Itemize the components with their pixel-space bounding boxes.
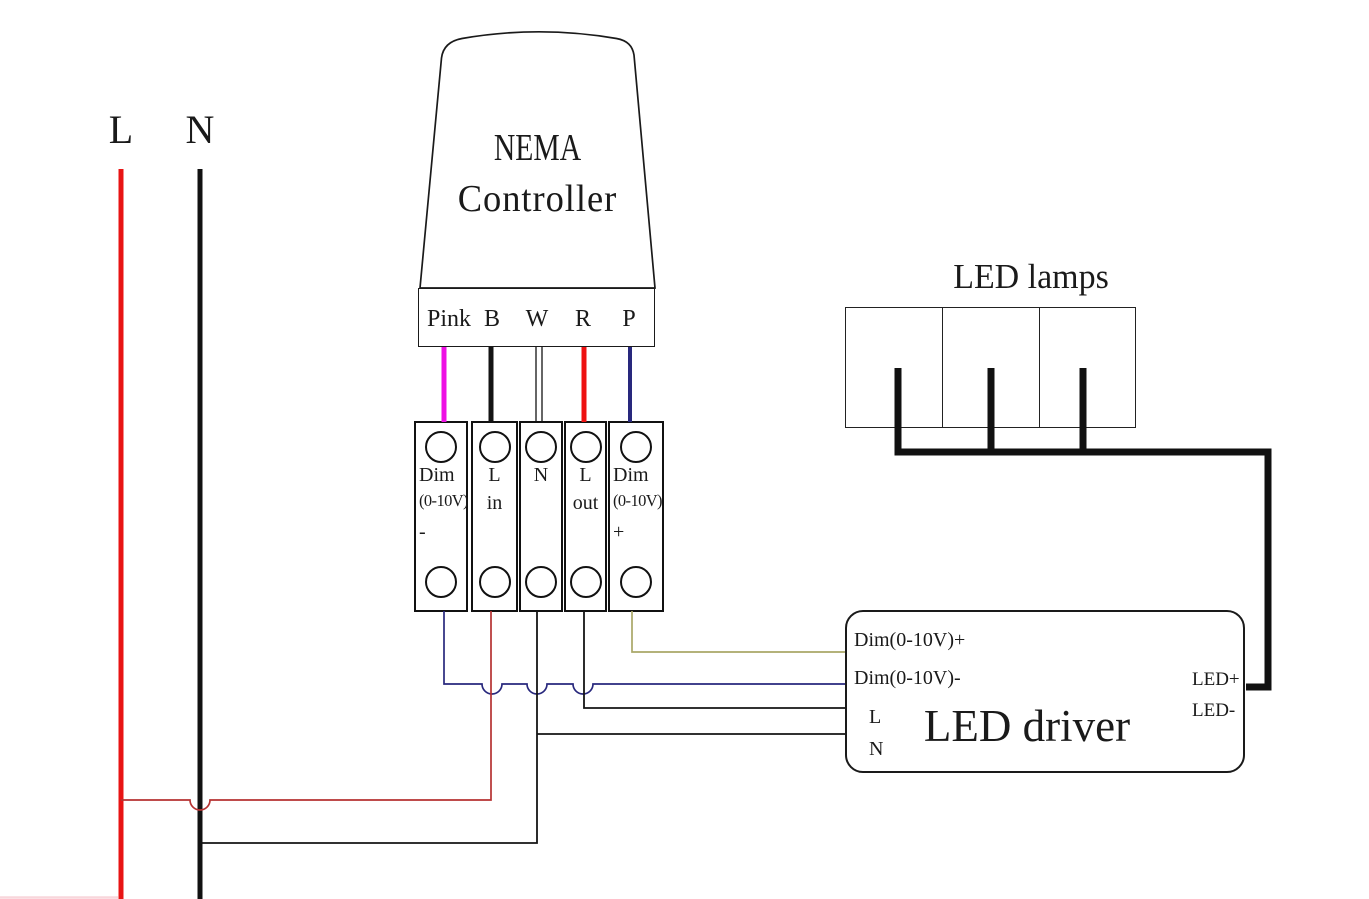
screw-terminal <box>620 431 652 463</box>
controller-terminal-strip <box>418 288 655 347</box>
driver-neutral-label: N <box>869 738 884 760</box>
terminal-block-label: L <box>579 464 592 486</box>
screw-terminal <box>478 566 511 598</box>
terminal-block-label: (0-10V) <box>419 491 469 510</box>
controller-terminal-label-p: P <box>622 306 636 332</box>
terminal-block-label: (0-10V) <box>613 491 663 510</box>
terminal-block-label: in <box>486 492 503 514</box>
terminal-block-label: L <box>488 464 501 486</box>
wire-white-neutral <box>535 347 543 422</box>
screw-terminal <box>569 566 602 598</box>
driver-led-plus-label: LED+ <box>1192 669 1240 690</box>
controller-terminal-label-w: W <box>525 306 549 332</box>
lamp-divider <box>1038 308 1041 427</box>
driver-dim-plus-label: Dim(0-10V)+ <box>854 629 966 651</box>
wire-dim-plus-run <box>631 611 845 653</box>
driver-title: LED driver <box>923 701 1131 751</box>
mains-neutral-label: N <box>185 107 215 152</box>
controller-terminal-label-b: B <box>483 306 501 332</box>
led-lamps-box <box>845 307 1136 428</box>
screw-terminal <box>620 566 652 598</box>
screw-terminal <box>478 431 511 463</box>
screw-terminal <box>425 431 457 463</box>
terminal-block-live-out: L out <box>564 421 607 612</box>
mains-live-label: L <box>108 107 134 152</box>
screw-terminal <box>425 566 457 598</box>
controller-title-line1: NEMA <box>493 127 582 169</box>
terminal-block-label: N <box>533 464 549 486</box>
terminal-block-dim-minus: Dim (0-10V) - <box>414 421 469 612</box>
screw-terminal <box>525 566 557 598</box>
screw-terminal <box>569 431 602 463</box>
terminal-block-label: Dim <box>419 464 455 486</box>
controller-title-line2: Controller <box>457 178 618 220</box>
terminal-block-live-in: L in <box>471 421 518 612</box>
terminal-block-label: + <box>613 521 625 543</box>
driver-dim-minus-label: Dim(0-10V)- <box>854 667 961 689</box>
wire-live-out-run <box>583 611 845 709</box>
terminal-block-neutral: N <box>519 421 563 612</box>
terminal-block-label: Dim <box>613 464 649 486</box>
wire-dim-minus-run <box>443 611 845 695</box>
controller-terminal-label-pink: Pink <box>426 306 472 332</box>
terminal-block-label: - <box>419 521 426 543</box>
led-lamps-title: LED lamps <box>953 257 1109 296</box>
driver-live-label: L <box>869 706 882 728</box>
terminal-block-dim-plus: Dim (0-10V) + <box>608 421 664 612</box>
terminal-block-label: out <box>572 492 599 514</box>
screw-terminal <box>525 431 557 463</box>
wire-neutral-run <box>200 611 845 844</box>
wire-live-in-run <box>121 611 492 811</box>
lamp-divider <box>941 308 944 427</box>
controller-terminal-label-r: R <box>574 306 592 332</box>
driver-led-minus-label: LED- <box>1192 700 1236 721</box>
